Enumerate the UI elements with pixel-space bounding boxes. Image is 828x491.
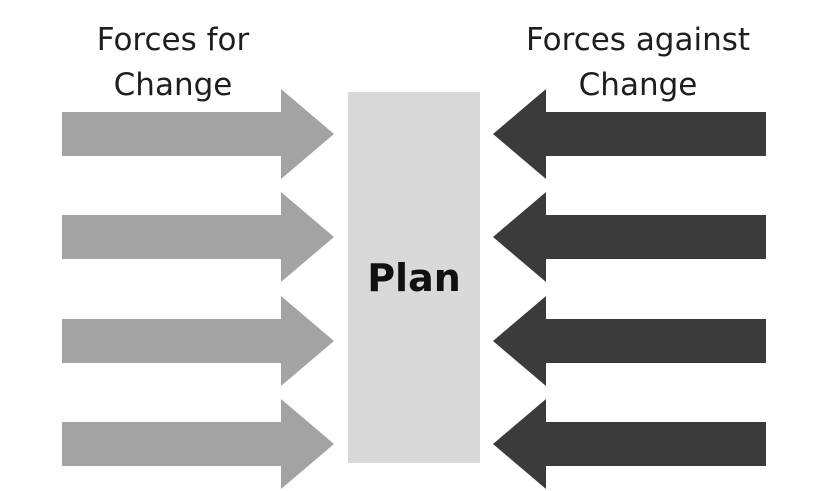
force-against-arrow-1 <box>493 89 766 179</box>
forces-for-heading-line-1: Forces for <box>96 22 250 58</box>
force-for-arrow-2 <box>62 192 334 282</box>
force-for-arrow-4 <box>62 399 334 489</box>
forces-against-heading-line-2: Change <box>578 67 698 103</box>
forces-against-heading: Forces against Change <box>506 18 770 108</box>
force-for-arrow-3 <box>62 296 334 386</box>
plan-label: Plan <box>367 256 461 300</box>
plan-box <box>348 92 480 463</box>
force-against-arrow-2 <box>493 192 766 282</box>
forces-for-heading-line-2: Change <box>113 67 233 103</box>
force-against-arrow-3 <box>493 296 766 386</box>
force-against-arrow-4 <box>493 399 766 489</box>
force-for-arrow-1 <box>62 89 334 179</box>
forces-against-heading-line-1: Forces against <box>525 22 751 58</box>
forces-for-heading: Forces for Change <box>62 18 284 108</box>
